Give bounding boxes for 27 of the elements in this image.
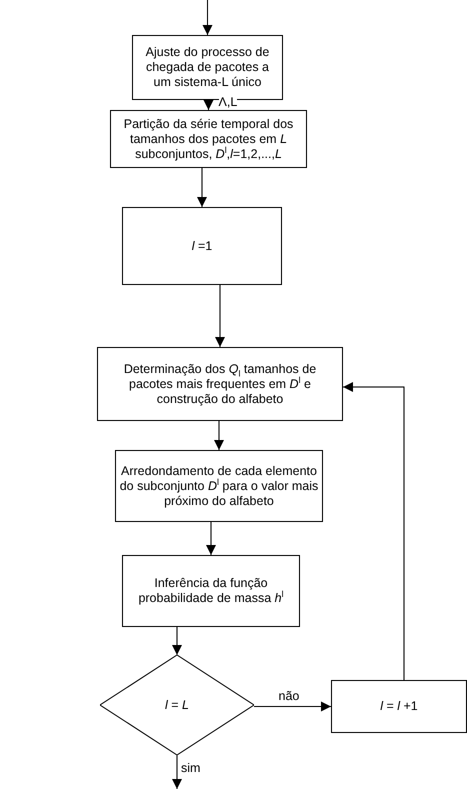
arrow [206, 522, 216, 556]
process-box [122, 555, 300, 627]
arrow [215, 284, 225, 348]
process-box [110, 110, 307, 168]
arrow [202, 0, 212, 36]
node-text: l = l +1 [380, 699, 418, 714]
edge-label: não [278, 688, 300, 704]
node-text: Partição da série temporal dos tamanhos dos pacotes em L subconjuntos, D$^{l}$,l=1,2,...,L [122, 116, 294, 162]
arrow [197, 168, 207, 208]
arrow [342, 382, 404, 680]
arrow [172, 626, 182, 656]
arrow [214, 420, 224, 450]
process-box [97, 347, 343, 421]
arrow [254, 702, 332, 712]
node-text: Inferência da função probabilidade de massa h$^{l}$ [137, 576, 285, 606]
edge-label: Λ,L [218, 95, 238, 110]
node-text: l = L [165, 698, 189, 712]
decision-diamond [100, 655, 254, 755]
node-text: Ajuste do processo de chegada de pacotes a um sistema-L único [144, 45, 270, 90]
node-text: Arredondamento de cada elemento do subconjunto D$^{l}$ para o valor mais próximo do alfabeto [119, 464, 319, 508]
process-box [331, 680, 467, 733]
node-text: l =1 [192, 238, 212, 254]
process-box [115, 450, 323, 522]
arrow [172, 754, 182, 789]
node-text: Determinação dos Q$_{l}$ tamanhos de pacotes mais frequentes em D$^{l}$ e construção do alfabeto [122, 362, 318, 406]
process-box [122, 207, 282, 285]
arrow [204, 100, 214, 110]
